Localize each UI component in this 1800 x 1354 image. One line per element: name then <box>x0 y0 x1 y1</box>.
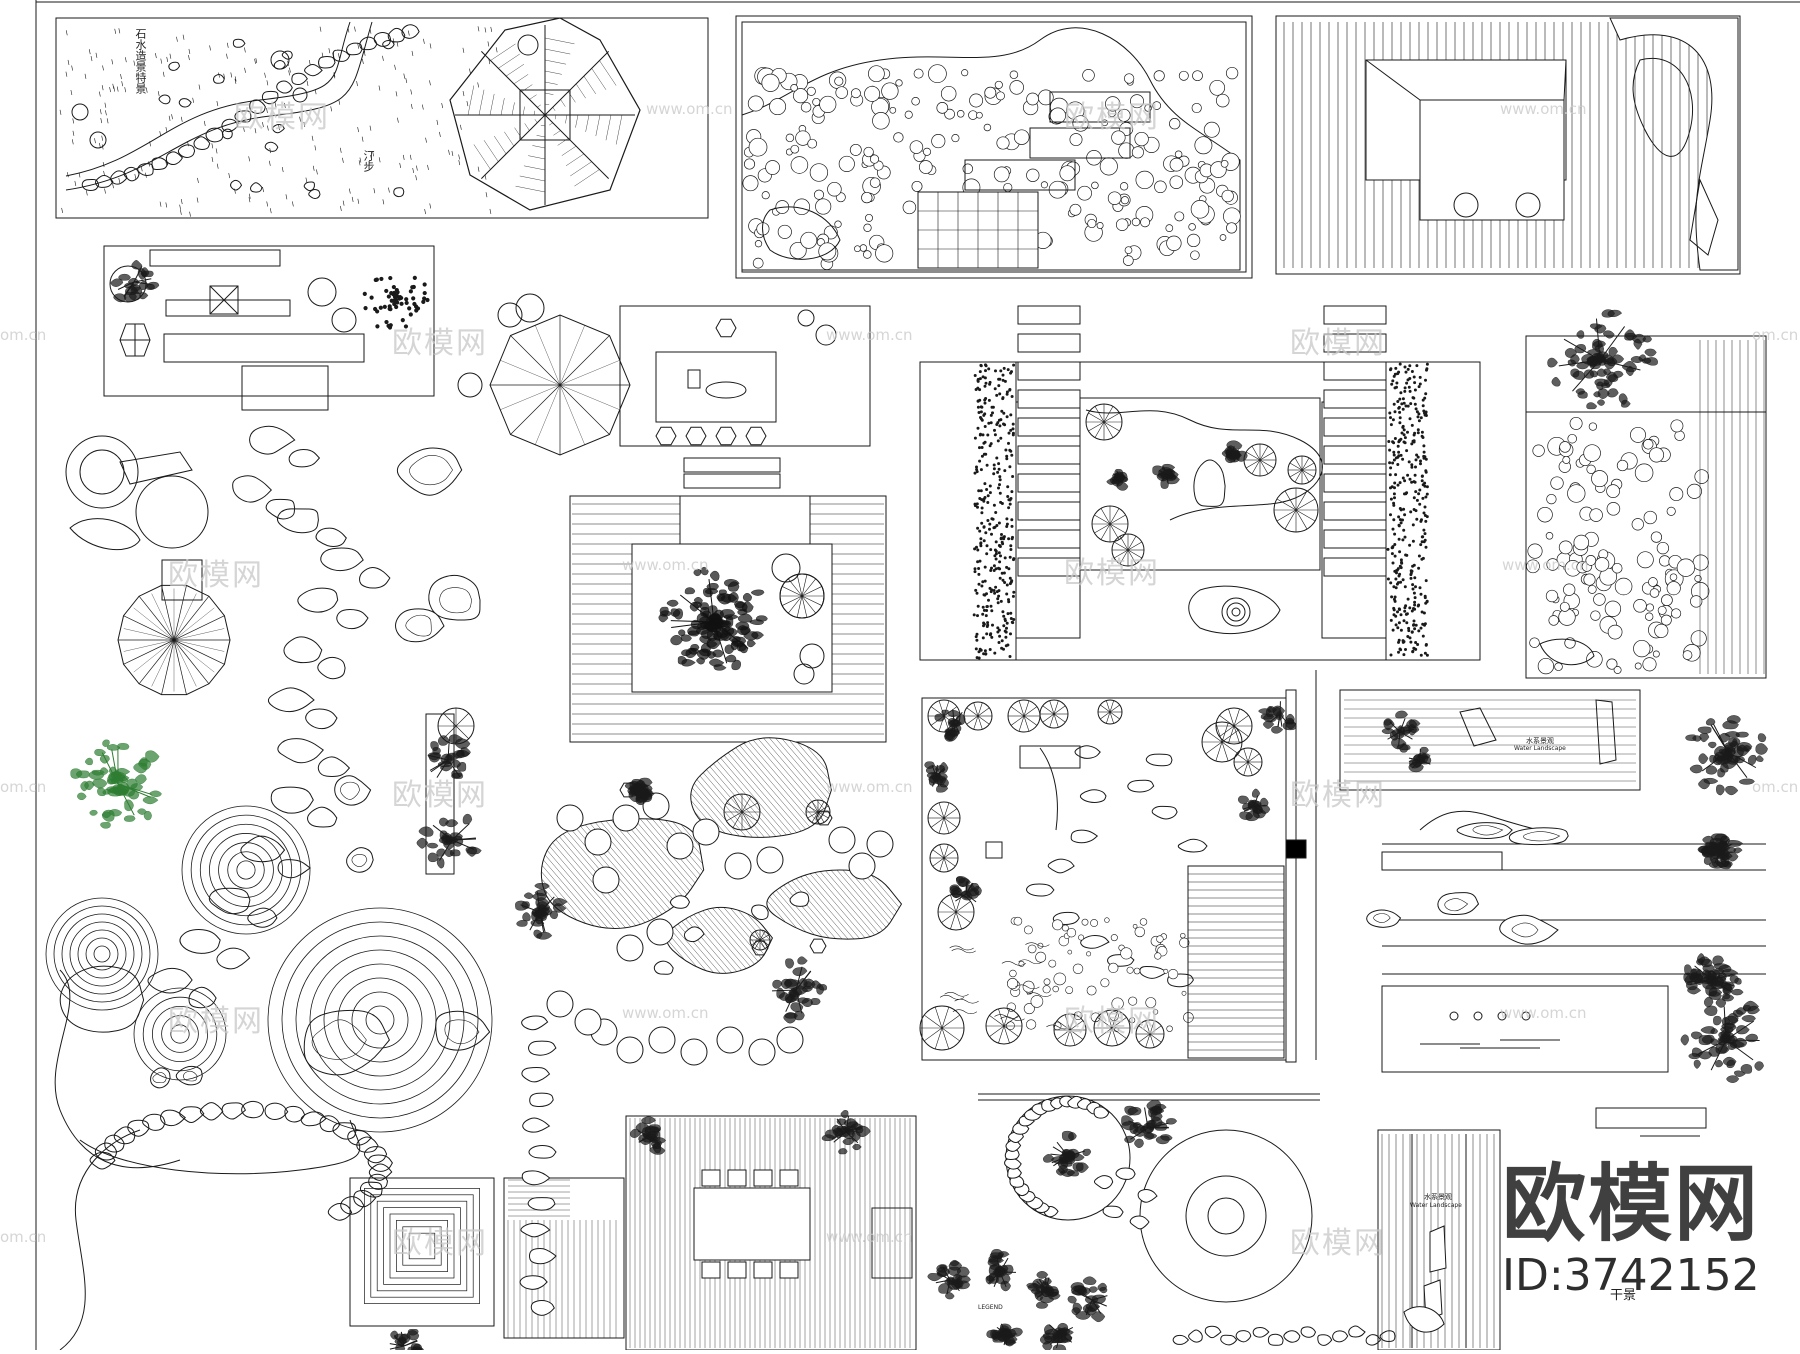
rock-cluster <box>60 448 489 1088</box>
waterscape-label-2-en: Water Landscape <box>1410 1202 1462 1209</box>
brand-logo: 欧模网 <box>1502 1162 1760 1246</box>
watermark-cn: 欧模网 <box>1290 1218 1386 1262</box>
water-landscape-lines <box>1344 700 1636 781</box>
watermark-cn: 欧模网 <box>392 770 488 814</box>
watermark-cn: 欧模网 <box>234 92 330 136</box>
left-garden-elements <box>46 426 492 1350</box>
watermark-cn: 欧模网 <box>392 318 488 362</box>
watermark-url-edge: om.cn <box>0 1228 46 1246</box>
watermark-url: www.om.cn <box>622 1004 709 1022</box>
paving-grid <box>918 192 1038 268</box>
tree-symbols-plaza <box>1086 404 1318 566</box>
umbrella-canopy-mid <box>490 315 630 455</box>
ripple-disc <box>182 806 310 934</box>
watermark-url: www.om.cn <box>646 100 733 118</box>
pebble-field-right <box>1527 417 1709 674</box>
watermark-cn: 欧模网 <box>1290 318 1386 362</box>
watermark-url: www.om.cn <box>1502 556 1589 574</box>
shrub-dots <box>111 260 429 329</box>
watermark-cn: 欧模网 <box>1064 548 1160 592</box>
tree-symbols-right-edge <box>1681 715 1768 1082</box>
watermark-url-edge: om.cn <box>1752 778 1798 796</box>
stepping-stone-path <box>71 426 482 1008</box>
watermark-url: www.om.cn <box>1500 1004 1587 1022</box>
watermark-url-edge: om.cn <box>1752 326 1798 344</box>
watermark-url: www.om.cn <box>826 778 913 796</box>
tree-symbol-right <box>1547 310 1657 409</box>
panel-pebble-garden <box>736 16 1252 278</box>
panel-small-courtyard <box>104 246 434 410</box>
path-label: 汀步 <box>360 150 376 172</box>
watermark-url: www.om.cn <box>1500 100 1587 118</box>
panel-deck-courtyard-tree <box>570 496 886 742</box>
panel-timber-deck-pavilion <box>1276 16 1740 274</box>
stepping-stones-water <box>1007 746 1208 1032</box>
panel-water-landscape-strips <box>1340 690 1768 1136</box>
panel-lower-deck-pavilion <box>350 1016 916 1350</box>
rock-stones-right <box>1367 823 1569 945</box>
panel-stone-garden-top-left <box>56 18 708 218</box>
watermark-url-edge: om.cn <box>0 326 46 344</box>
waterscape-label-1-en: Water Landscape <box>1514 745 1566 752</box>
watermark-cn: 欧模网 <box>392 1218 488 1262</box>
pergola-umbrella-block <box>458 294 870 488</box>
watermark-cn: 欧模网 <box>1064 92 1160 136</box>
watermark-cn: 欧模网 <box>1290 770 1386 814</box>
hexagon-pavers <box>656 319 766 444</box>
watermark-cn: 欧模网 <box>168 996 264 1040</box>
panel-right-pebble-garden <box>1526 310 1766 678</box>
umbrella-canopy <box>455 25 635 205</box>
watermark-url: www.om.cn <box>826 1228 913 1246</box>
water-ripples <box>940 943 1070 1029</box>
watermark-cn: 欧模网 <box>168 550 264 594</box>
hatched-rock-beds <box>438 720 1004 1008</box>
stone-water-feature-label: 石水造景特景 <box>132 28 148 94</box>
model-id: ID:3742152 <box>1502 1252 1760 1300</box>
watermark-url: www.om.cn <box>622 556 709 574</box>
watermark-url-edge: om.cn <box>0 778 46 796</box>
panel-central-plaza <box>920 306 1480 660</box>
brand-block: 欧模网 ID:3742152 <box>1502 1162 1760 1300</box>
waterscape-label-2: 水系景观 <box>1424 1192 1452 1202</box>
panel-hatched-rock-garden <box>438 720 1004 1065</box>
watermark-url: www.om.cn <box>826 326 913 344</box>
timber-deck-stairs <box>1188 866 1284 1058</box>
legend-note: LEGEND <box>978 1304 1003 1311</box>
panel-dry-landscape <box>1378 1130 1500 1350</box>
watermark-cn: 欧模网 <box>1064 996 1160 1040</box>
